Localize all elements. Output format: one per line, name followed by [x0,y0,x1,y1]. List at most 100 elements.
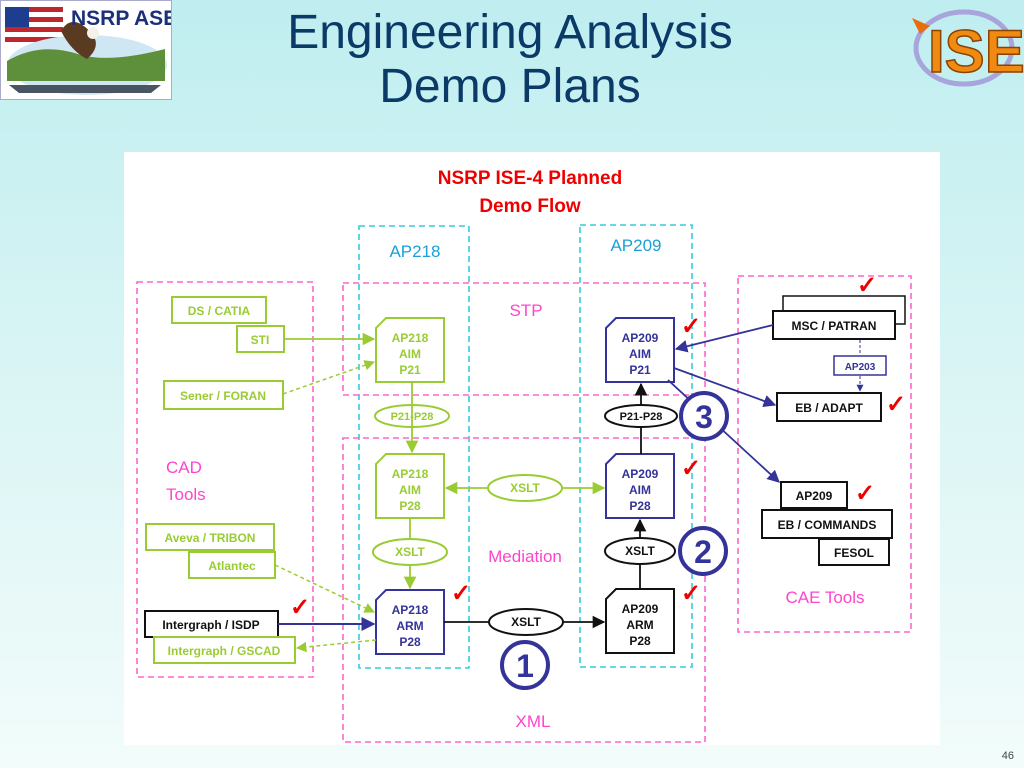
svg-text:AP218: AP218 [392,331,429,345]
intergraph-gscad-label: Intergraph / GSCAD [168,644,281,658]
checkmark-icon: ✓ [290,594,310,621]
ap218-arm-p28-line1: AP218 [392,603,429,617]
step-1-label: 1 [516,648,534,684]
ap209-aim-p21-line2: AIM [629,347,651,361]
fesol-label: FESOL [834,546,874,560]
msc-patran-box: MSC / PATRAN [772,295,906,340]
ise-logo: ISE [908,0,1024,92]
svg-text:AIM: AIM [629,483,651,497]
svg-text:P28: P28 [629,499,651,513]
p21-p28-black-label: P21-P28 [620,411,663,423]
xslt-black-bottom-process: XSLT [488,608,564,636]
ap218-arm-p28-doc: AP218 ARM P28 [375,589,445,655]
nsrp-ase-logo-text: NSRP ASE [71,7,171,30]
ap209-arm-p28-line3: P28 [629,634,651,648]
svg-text:P28: P28 [629,634,651,648]
step-2-circle: 2 [678,526,728,576]
slide-number: 46 [1001,750,1014,762]
ap218-aim-p28-line1: AP218 [392,467,429,481]
step-3-label: 3 [695,399,713,435]
mediation-region-label: Mediation [488,547,562,566]
ap209-region [579,224,693,668]
us-flag-icon [5,7,63,43]
cae-ap209-label: AP209 [796,489,833,503]
ap218-arm-to-gscad-arrow [295,639,377,653]
sti-box: STI [236,325,285,353]
ap218-arm-p28-line3: P28 [399,635,421,649]
ap209-aim-p21-doc: AP209 AIM P21 [605,317,675,383]
xslt-green-mid-label: XSLT [510,481,540,495]
fesol-box: FESOL [818,538,890,566]
eb-adapt-box: EB / ADAPT [776,392,882,422]
xslt-green-left-process: XSLT [372,538,448,566]
xslt-green-mid-process: XSLT [487,474,563,502]
diagram-title-line2: Demo Flow [479,196,581,217]
step-1-circle: 1 [500,640,550,690]
atlantec-box: Atlantec [188,551,276,579]
checkmark-icon: ✓ [681,580,701,607]
eb-commands-box: EB / COMMANDS [761,509,893,539]
ap218-aim-p28-doc: AP218 AIM P28 [375,453,445,519]
ap209-aim-p28-line1: AP209 [622,467,659,481]
svg-text:AP218: AP218 [392,467,429,481]
aveva-tribon-box: Aveva / TRIBON [145,523,275,551]
ise-logo-icon: ISE [912,9,1024,87]
ap209-aim-p21-line3: P21 [629,363,651,377]
slide-title: Engineering Analysis Demo Plans [230,6,790,114]
ap218-aim-p21-line3: P21 [399,363,421,377]
intergraph-isdp-label: Intergraph / ISDP [162,618,259,632]
ap209-arm-p28-line1: AP209 [622,602,659,616]
svg-text:AP218: AP218 [392,603,429,617]
intergraph-isdp-box: Intergraph / ISDP [144,610,279,638]
ap218-aim-p21-doc: AP218 AIM P21 [375,317,445,383]
step-3-circle: 3 [679,391,729,441]
atlantec-label: Atlantec [208,559,256,573]
svg-text:AP209: AP209 [622,602,659,616]
xslt-black-right-process: XSLT [604,537,676,565]
msc-patran-to-ap209-arrow [674,324,774,353]
svg-text:ARM: ARM [396,619,423,633]
p21-p28-black-process: P21-P28 [604,404,678,428]
ap218-aim-p28-line2: AIM [399,483,421,497]
msc-patran-label: MSC / PATRAN [792,319,877,333]
ds-catia-box: DS / CATIA [171,296,267,324]
aveva-tribon-label: Aveva / TRIBON [165,531,256,545]
svg-text:P28: P28 [399,499,421,513]
svg-text:AIM: AIM [399,347,421,361]
ap218-aim-p21-line2: AIM [399,347,421,361]
ap209-aim-p28-line3: P28 [629,499,651,513]
atlantec-to-ap218-arm-arrow [274,564,375,613]
ap218-arm-p28-line2: ARM [396,619,423,633]
ise-logo-text: ISE [928,18,1024,85]
svg-text:P21: P21 [399,363,421,377]
diagram-title-line1: NSRP ISE-4 Planned [438,168,622,189]
xml-region [342,437,706,743]
xml-region-label: XML [516,712,551,731]
xslt-black-bottom-label: XSLT [511,615,541,629]
svg-text:AIM: AIM [629,347,651,361]
nsrp-ase-logo: NSRP ASE [0,0,177,100]
ap209-to-eb-adapt-arrow [673,367,777,408]
ap218-region [358,225,470,669]
ap218-aim-p21-line1: AP218 [392,331,429,345]
checkmark-icon: ✓ [886,391,906,418]
ap209-arm-p28-doc: AP209 ARM P28 [605,588,675,654]
demo-flow-diagram: NSRP ISE-4 Planned Demo Flow AP218 AP209… [136,168,912,743]
ap209-region-label: AP209 [610,236,661,255]
cad-tools-region [136,281,314,678]
ap203-box: AP203 [833,355,887,376]
ap209-aim-p28-line2: AIM [629,483,651,497]
svg-text:P28: P28 [399,635,421,649]
cad-tools-label-line1: CAD [166,458,202,477]
sener-foran-box: Sener / FORAN [163,380,284,410]
ap209-aim-p21-line1: AP209 [622,331,659,345]
ap218-aim-p28-line3: P28 [399,499,421,513]
cad-tools-label-line2: Tools [166,485,206,504]
checkmark-icon: ✓ [857,272,877,299]
svg-text:AP209: AP209 [622,331,659,345]
step-2-label: 2 [694,534,712,570]
sener-foran-label: Sener / FORAN [180,389,266,403]
checkmark-icon: ✓ [681,313,701,340]
slide-title-line1: Engineering Analysis [287,6,733,59]
ap209-aim-p28-doc: AP209 AIM P28 [605,453,675,519]
